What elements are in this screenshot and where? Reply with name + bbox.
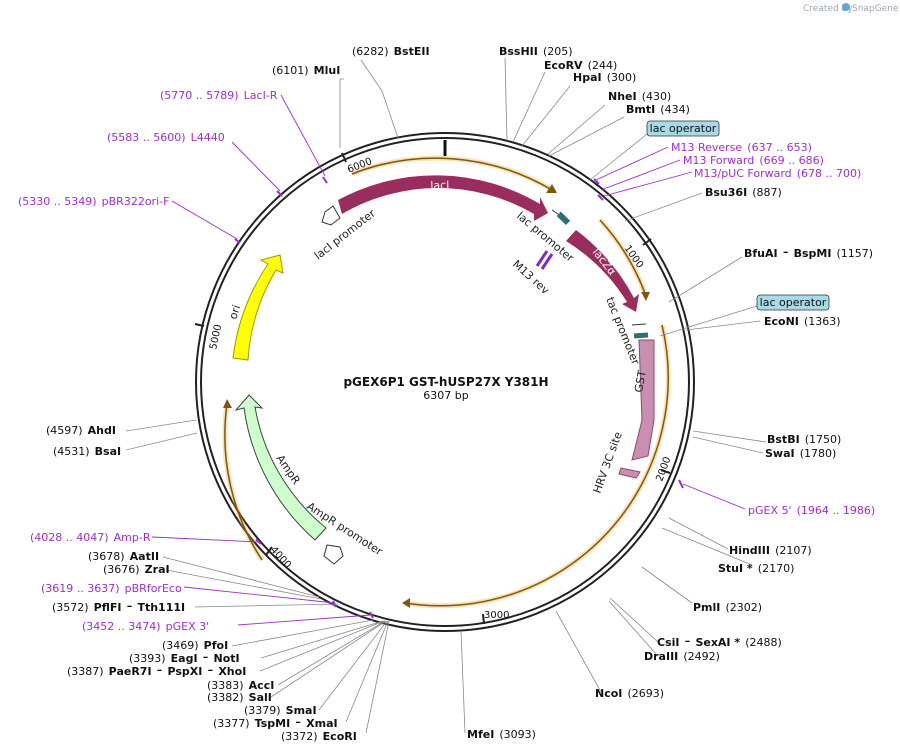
plasmid-title: pGEX6P1 GST-hUSP27X Y381H 6307 bp xyxy=(343,375,548,402)
site-smai[interactable]: (3379) SmaI xyxy=(244,699,317,718)
primer-pgex-3[interactable]: (3452 .. 3474) pGEX 3' xyxy=(82,615,209,634)
primer-leader-lines xyxy=(151,94,746,626)
tick-5000: 5000 xyxy=(208,323,224,350)
feature-lac-promoter[interactable] xyxy=(551,209,571,226)
primer-amp-r[interactable]: (4028 .. 4047) Amp-R xyxy=(30,526,151,545)
lac-operator-box-2[interactable]: lac operator xyxy=(756,294,830,311)
site-draiii[interactable]: DraIII (2492) xyxy=(644,645,720,664)
tick-4000: 4000 xyxy=(268,545,293,571)
lac-operator-label-2: lac operator xyxy=(760,296,827,309)
primer-m13-reverse[interactable]: M13 Reverse (637 .. 653) xyxy=(671,136,812,155)
site-pfoi[interactable]: (3469) PfoI xyxy=(162,634,228,653)
site-pflfi-tth111i[interactable]: (3572) PflFI - Tth111I xyxy=(52,596,185,615)
site-pmli[interactable]: PmlI (2302) xyxy=(693,596,762,615)
feature-ampr[interactable] xyxy=(234,394,327,541)
credit-brand: SnapGene xyxy=(852,4,899,14)
credit-prefix: Created by xyxy=(803,4,853,14)
site-ecori[interactable]: (3372) EcoRI xyxy=(281,725,357,744)
feature-ori[interactable] xyxy=(232,254,284,361)
feature-lacI-label: lacI xyxy=(430,179,450,193)
site-aatii[interactable]: (3678) AatII xyxy=(88,545,159,564)
site-bsu36i[interactable]: Bsu36I (887) xyxy=(705,181,782,200)
primer-pbr322ori-f[interactable]: (5330 .. 5349) pBR322ori-F xyxy=(18,190,169,209)
site-bmti[interactable]: BmtI (434) xyxy=(626,98,690,117)
lac-operator-label-1: lac operator xyxy=(650,122,717,135)
feature-hrv-label: HRV 3C site xyxy=(591,430,625,495)
primer-l4440[interactable]: (5583 .. 5600) L4440 xyxy=(107,126,225,145)
tick-2000: 2000 xyxy=(654,455,673,483)
feature-lacZa[interactable] xyxy=(566,230,639,312)
primer-pgex-5[interactable]: pGEX 5' (1964 .. 1986) xyxy=(748,499,875,518)
primer-m13-puc-forward[interactable]: M13/pUC Forward (678 .. 700) xyxy=(694,162,861,181)
site-sali[interactable]: (3382) SalI xyxy=(207,686,272,705)
plasmid-length: 6307 bp xyxy=(423,389,468,402)
feature-lac-promoter-label: lac promoter xyxy=(514,209,577,265)
feature-hrv-arrow[interactable] xyxy=(618,467,641,479)
site-paer7i-pspxi-xhoi[interactable]: (3387) PaeR7I - PspXI - XhoI xyxy=(67,660,246,679)
site-acci[interactable]: (3383) AccI xyxy=(207,674,274,693)
site-bfuai-bspmi[interactable]: BfuAI - BspMI (1157) xyxy=(744,242,873,261)
site-bsshii[interactable]: BssHII (205) xyxy=(499,40,573,59)
site-nhei[interactable]: NheI (430) xyxy=(608,85,671,104)
feature-gst[interactable] xyxy=(631,339,655,461)
plasmid-name: pGEX6P1 GST-hUSP27X Y381H xyxy=(343,375,548,389)
primer-labels: (5770 .. 5789) LacI-R (5583 .. 5600) L44… xyxy=(18,84,875,634)
site-mfei[interactable]: MfeI (3093) xyxy=(467,723,536,742)
feature-m13-rev-marker[interactable] xyxy=(535,250,554,270)
feature-lacI-promoter-arrow[interactable] xyxy=(321,205,341,226)
site-hindiii[interactable]: HindIII (2107) xyxy=(729,539,812,558)
primer-ticks xyxy=(234,176,684,619)
tick-3000: 3000 xyxy=(484,610,509,621)
feature-lacI-promoter-label: lacI promoter xyxy=(312,206,378,262)
site-ecorv[interactable]: EcoRV (244) xyxy=(544,54,617,73)
backbone xyxy=(195,132,695,632)
feature-gst-label: GST xyxy=(632,369,649,393)
site-labels: (6282) BstEII BssHII (205) EcoRV (244) H… xyxy=(46,40,873,744)
features: lacI lacI promoter lac promoter lacZα M1… xyxy=(226,175,655,565)
site-stui[interactable]: StuI * (2170) xyxy=(718,557,794,576)
site-swai[interactable]: SwaI (1780) xyxy=(765,442,836,461)
operator-leaders xyxy=(589,133,758,337)
primer-pbrforeco[interactable]: (3619 .. 3637) pBRforEco xyxy=(41,577,182,596)
site-csii-sexai[interactable]: CsiI - SexAI * (2488) xyxy=(657,631,782,650)
feature-lacI[interactable] xyxy=(338,175,548,221)
site-bstbi[interactable]: BstBI (1750) xyxy=(767,428,841,447)
snapgene-credit: Created by SnapGene xyxy=(803,3,899,14)
feature-tac-promoter[interactable] xyxy=(631,323,649,339)
site-tspmi-xmai[interactable]: (3377) TspMI - XmaI xyxy=(213,712,338,731)
site-eagi-noti[interactable]: (3393) EagI - NotI xyxy=(129,647,240,666)
site-bsai[interactable]: (4531) BsaI xyxy=(53,440,121,459)
primer-m13-forward[interactable]: M13 Forward (669 .. 686) xyxy=(683,149,824,168)
site-hpai[interactable]: HpaI (300) xyxy=(573,66,636,85)
site-ncoi[interactable]: NcoI (2693) xyxy=(595,682,664,701)
site-zrai[interactable]: (3676) ZraI xyxy=(103,558,170,577)
feature-ampr-promoter-arrow[interactable] xyxy=(323,544,344,565)
site-bsteii[interactable]: (6282) BstEII xyxy=(352,40,430,59)
orf-arcs xyxy=(222,155,671,609)
lac-operator-box-1[interactable]: lac operator xyxy=(646,120,720,137)
site-econi[interactable]: EcoNI (1363) xyxy=(764,310,841,329)
snapgene-logo-icon xyxy=(842,3,850,11)
site-leader-lines xyxy=(125,57,767,734)
site-mlui[interactable]: (6101) MluI xyxy=(272,59,340,78)
site-ahdi[interactable]: (4597) AhdI xyxy=(46,419,116,438)
primer-laci-r[interactable]: (5770 .. 5789) LacI-R xyxy=(160,84,278,103)
feature-ori-label: ori xyxy=(226,303,243,321)
